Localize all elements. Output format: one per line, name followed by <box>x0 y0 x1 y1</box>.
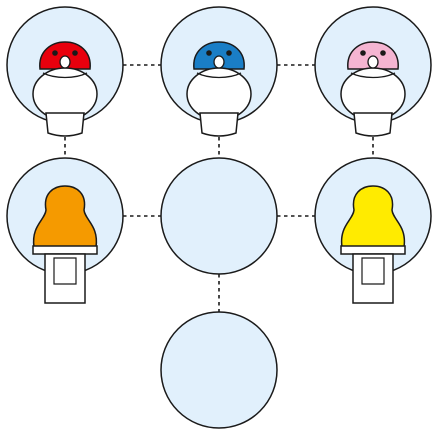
penguin-piece[interactable] <box>32 41 98 137</box>
slot-circle <box>160 157 278 275</box>
penguin-base <box>199 112 239 137</box>
pawn-collar <box>32 245 98 255</box>
penguin-piece[interactable] <box>186 41 252 137</box>
penguin-eye-left <box>52 50 58 56</box>
penguin-belly <box>186 67 252 121</box>
pawn-piece[interactable] <box>32 185 98 304</box>
penguin-eye-right <box>380 50 386 56</box>
pawn-body <box>32 185 98 248</box>
penguin-eye-right <box>72 50 78 56</box>
penguin-belly <box>340 67 406 121</box>
penguin-beak <box>213 55 225 69</box>
slot-layer <box>6 6 432 429</box>
slot-top-center[interactable] <box>160 6 278 137</box>
penguin-belly <box>32 67 98 121</box>
penguin-base <box>353 112 393 137</box>
slot-circle <box>160 311 278 429</box>
pawn-body <box>340 185 406 248</box>
slot-middle-left[interactable] <box>6 157 124 304</box>
pawn-stand-window <box>53 257 77 285</box>
penguin-bib <box>42 72 88 79</box>
penguin-eye-left <box>360 50 366 56</box>
slot-top-left[interactable] <box>6 6 124 137</box>
penguin-base <box>45 112 85 137</box>
slot-center[interactable] <box>160 157 278 275</box>
slot-top-right[interactable] <box>314 6 432 137</box>
penguin-bib <box>196 72 242 79</box>
slot-middle-right[interactable] <box>314 157 432 304</box>
pawn-stand <box>44 253 86 304</box>
slot-bottom-center[interactable] <box>160 311 278 429</box>
pawn-stand-window <box>361 257 385 285</box>
penguin-eye-right <box>226 50 232 56</box>
penguin-bib <box>350 72 396 79</box>
pawn-piece[interactable] <box>340 185 406 304</box>
pawn-collar <box>340 245 406 255</box>
penguin-eye-left <box>206 50 212 56</box>
penguin-piece[interactable] <box>340 41 406 137</box>
pawn-stand <box>352 253 394 304</box>
connector-layer <box>64 64 374 312</box>
penguin-beak <box>59 55 71 69</box>
penguin-beak <box>367 55 379 69</box>
